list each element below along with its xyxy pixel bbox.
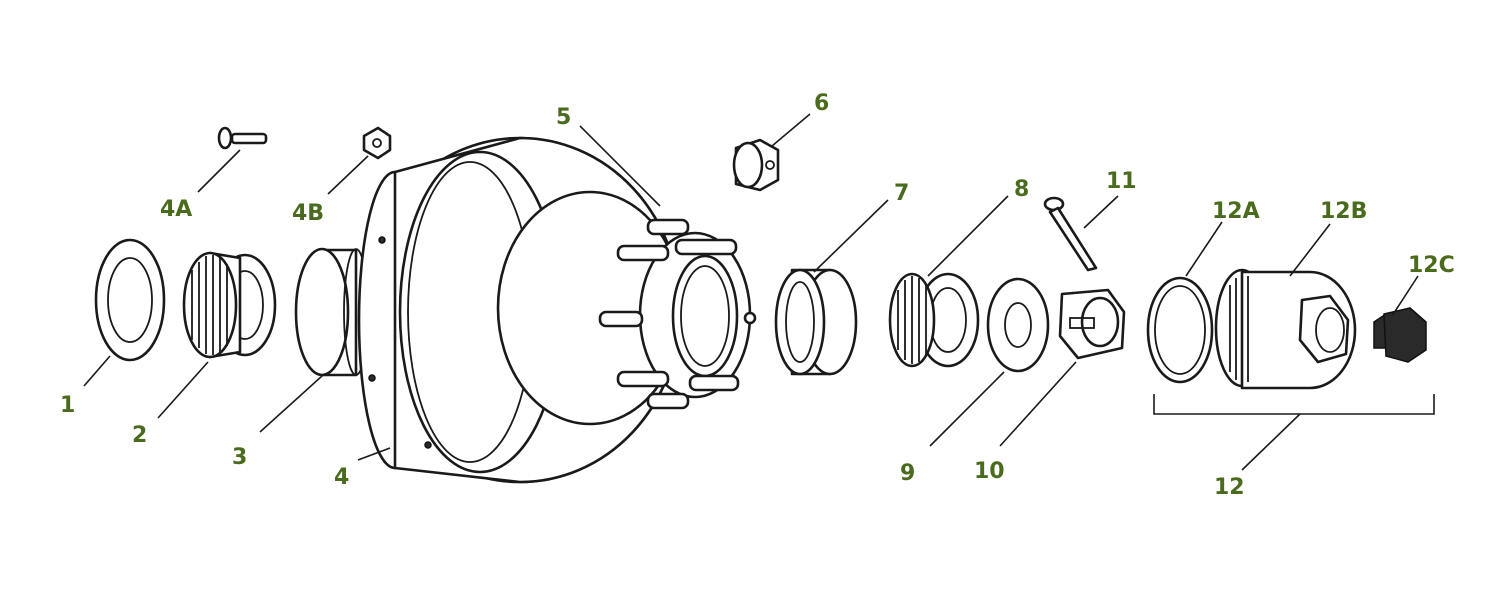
label-4b: 4B — [292, 201, 324, 226]
label-7: 7 — [894, 181, 909, 206]
part-2-inner-bearing — [182, 251, 277, 359]
label-4a: 4A — [160, 197, 192, 222]
part-6-lug-nut — [732, 138, 780, 192]
label-11: 11 — [1106, 169, 1137, 194]
label-6: 6 — [814, 91, 829, 116]
label-1: 1 — [60, 393, 75, 418]
group-12-bracket — [1153, 394, 1435, 415]
label-2: 2 — [132, 423, 147, 448]
label-12a: 12A — [1212, 199, 1260, 224]
part-12a-o-ring — [1146, 276, 1214, 384]
part-4b-nut — [362, 126, 392, 160]
part-12c-plug — [1373, 307, 1427, 363]
part-labels: 1 2 3 4 4A 4B 5 6 7 8 9 10 11 12 12A 12B… — [60, 91, 1455, 500]
part-5-wheel-studs — [598, 218, 740, 410]
label-8: 8 — [1014, 177, 1029, 202]
part-10-castle-nut — [1058, 288, 1126, 360]
part-11-cotter-pin — [1043, 196, 1098, 272]
label-12b: 12B — [1320, 199, 1367, 224]
leader-lines — [83, 113, 1419, 471]
part-1-seal — [94, 238, 166, 362]
label-4: 4 — [334, 465, 349, 490]
part-8-outer-bearing — [888, 272, 980, 368]
label-5: 5 — [556, 105, 571, 130]
part-7-outer-race — [774, 268, 858, 376]
part-9-washer — [986, 277, 1050, 373]
label-3: 3 — [232, 445, 247, 470]
label-12: 12 — [1214, 475, 1245, 500]
label-10: 10 — [974, 459, 1005, 484]
label-12c: 12C — [1408, 253, 1455, 278]
part-4a-screw — [217, 126, 268, 150]
part-12b-dust-cap — [1214, 268, 1357, 390]
label-9: 9 — [900, 461, 915, 486]
part-3-collar — [294, 247, 369, 377]
